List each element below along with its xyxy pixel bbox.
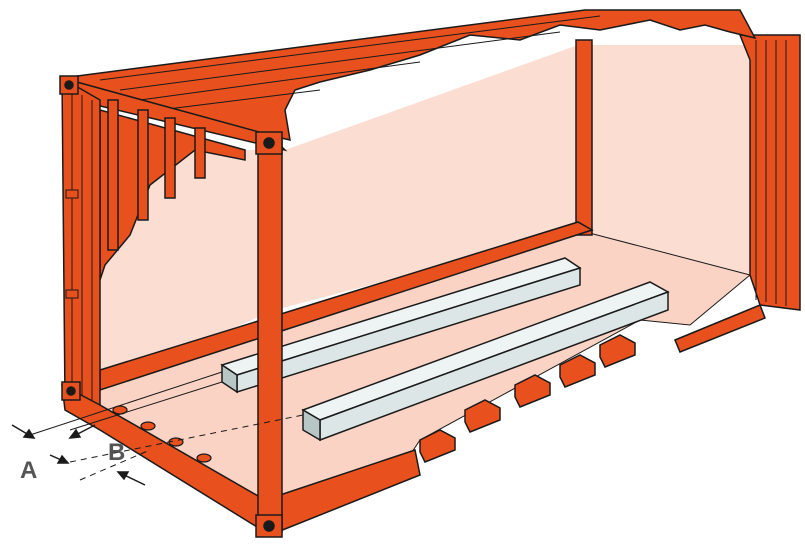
cargo-beam-rear [220,257,582,394]
door-end [61,76,101,422]
left-side-wall [99,109,246,281]
near-corner-post-right [257,139,283,533]
door-lock-bars [107,99,206,251]
near-bottom-rail [61,383,421,536]
roof-corrugation [99,15,601,111]
dimension-label-a: A [20,457,37,484]
dimension-label-b: B [108,439,125,466]
right-floor-edge [674,304,766,353]
beam-reference-lines [29,371,304,481]
far-end-wall [738,34,801,311]
container-roof [61,9,757,141]
far-end-corner-post-left [575,39,593,236]
corner-castings [59,75,283,538]
floor-cross-members [419,334,636,463]
dimension-arrows [11,424,146,486]
cargo-beam-front [301,281,670,442]
